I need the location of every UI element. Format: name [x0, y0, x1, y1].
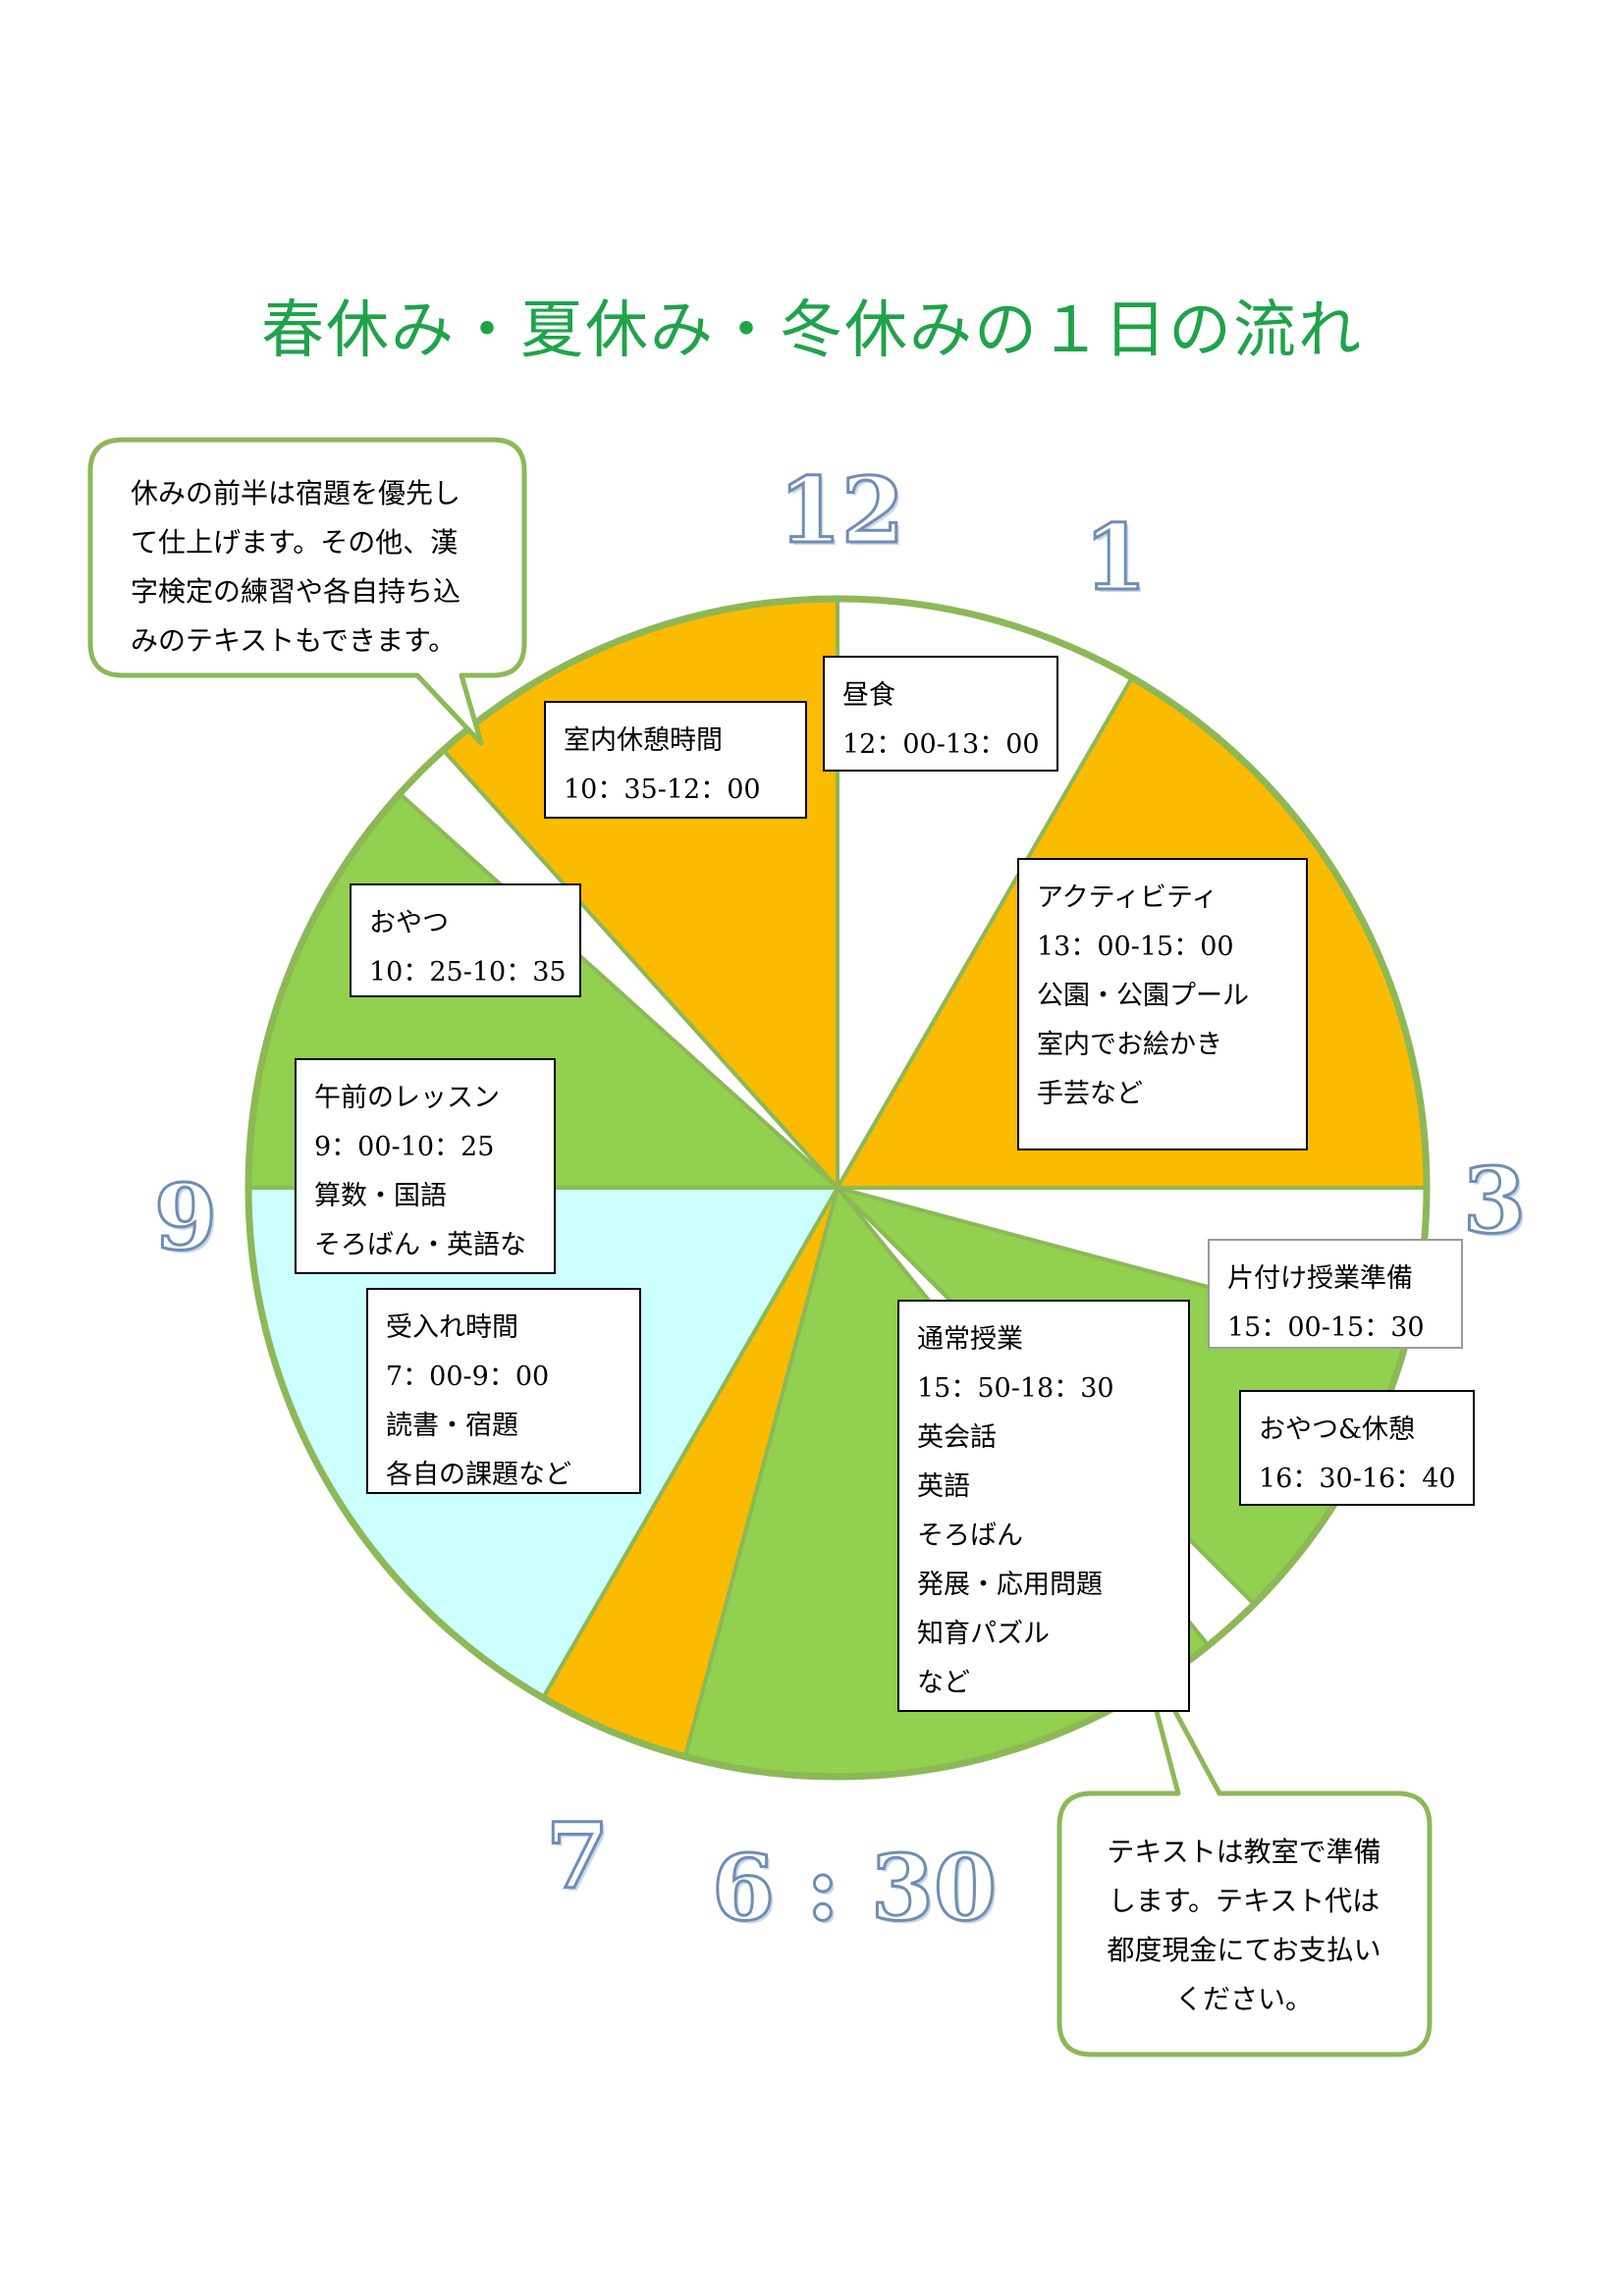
- speech-bubble-top-left: [87, 437, 527, 746]
- box-regular-class: 通常授業 15：50-18：30 英会話 英語 そろばん 発展・応用問題 知育パ…: [897, 1300, 1190, 1712]
- box-morning-lesson: 午前のレッスン 9：00-10：25 算数・国語 そろばん・英語な: [295, 1058, 556, 1274]
- clock-number-7: 7: [544, 1803, 610, 1909]
- box-rest: 室内休憩時間 10：35-12：00: [544, 701, 807, 819]
- clock-number-12: 12: [777, 457, 905, 563]
- clock-number-6-30: 6 : 30: [710, 1835, 998, 1941]
- clock-number-9: 9: [152, 1164, 218, 1270]
- box-lunch: 昼食 12：00-13：00: [823, 656, 1058, 772]
- clock-number-1: 1: [1082, 505, 1148, 611]
- bubble-text-top-left: 休みの前半は宿題を優先し て仕上げます。その他、漢 字検定の練習や各自持ち込 み…: [131, 477, 461, 657]
- box-snack: おやつ 10：25-10：35: [350, 883, 581, 997]
- page-title: 春休み・夏休み・冬休みの１日の流れ: [261, 294, 1363, 367]
- box-snack-break: おやつ&休憩 16：30-16：40: [1239, 1390, 1475, 1506]
- box-cleanup: 片付け授業準備 15：00-15：30: [1208, 1239, 1463, 1349]
- clock-number-3: 3: [1461, 1148, 1527, 1254]
- pie-outline: [244, 595, 1431, 1781]
- bubble-text-bottom-right: テキストは教室で準備 します。テキスト代は 都度現金にてお支払い ください。: [1107, 1836, 1381, 2015]
- box-activity: アクティビティ 13：00-15：00 公園・公園プール 室内でお絵かき 手芸な…: [1017, 858, 1308, 1150]
- speech-bubble-bottom-right: [1056, 1641, 1433, 2057]
- box-reception: 受入れ時間 7：00-9：00 読書・宿題 各自の課題など: [366, 1288, 641, 1494]
